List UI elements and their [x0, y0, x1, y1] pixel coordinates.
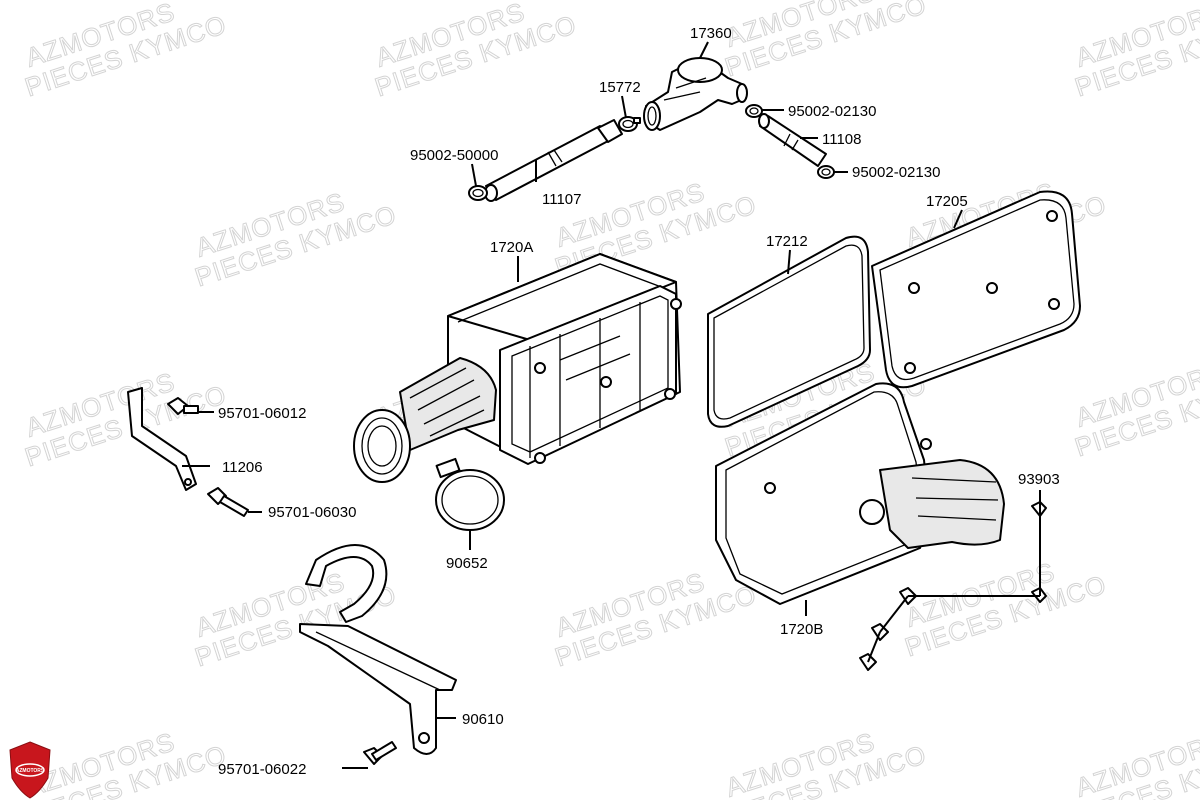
label-95701-06030: 95701-06030: [268, 504, 356, 521]
bolt-95701-06012-drawing: [167, 397, 199, 415]
label-93903: 93903: [1018, 471, 1060, 488]
hose-11108-drawing: [758, 113, 827, 167]
clip-50000-drawing: [468, 185, 488, 201]
hose-clamp-90652-drawing: [435, 457, 505, 531]
label-95701-06022: 95701-06022: [218, 761, 306, 778]
label-1720A: 1720A: [490, 239, 533, 256]
label-11206: 11206: [222, 459, 263, 476]
clamp-15772-drawing: [618, 116, 641, 132]
label-95002-02130-lower: 95002-02130: [852, 164, 940, 181]
label-90610: 90610: [462, 711, 504, 728]
label-11107: 11107: [542, 191, 582, 208]
bolt-95701-06030-drawing: [207, 487, 249, 517]
label-1720B: 1720B: [780, 621, 823, 638]
label-95701-06012: 95701-06012: [218, 405, 306, 422]
air-box-housing-drawing: [353, 253, 682, 483]
bracket-11206-drawing: [127, 387, 197, 491]
label-95002-02130-upper: 95002-02130: [788, 103, 876, 120]
label-95002-50000: 95002-50000: [410, 147, 498, 164]
gasket-drawing: [707, 235, 871, 428]
bracket-90610-drawing: [299, 544, 457, 755]
logo-text: AZMOTORS: [16, 768, 45, 774]
part-labels: 17360 15772 95002-02130 11108 95002-5000…: [218, 25, 1060, 778]
elbow-joint-drawing: [643, 57, 748, 131]
logo-swoosh: [15, 763, 45, 777]
bolt-95701-06022-drawing: [363, 741, 397, 765]
label-17205: 17205: [926, 193, 968, 210]
lower-housing-drawing: [715, 382, 1005, 605]
clip-upper-drawing: [745, 104, 763, 118]
label-15772: 15772: [599, 79, 641, 96]
logo-shield: [9, 741, 51, 799]
leader-lines: [182, 41, 1041, 769]
label-90652: 90652: [446, 555, 488, 572]
cover-plate-drawing: [871, 190, 1081, 389]
clip-lower-drawing: [817, 165, 835, 179]
label-17212: 17212: [766, 233, 808, 250]
hose-11107-drawing: [484, 119, 623, 202]
label-11108: 11108: [822, 131, 862, 148]
label-17360: 17360: [690, 25, 732, 42]
azmotors-logo: AZMOTORS: [9, 741, 51, 799]
